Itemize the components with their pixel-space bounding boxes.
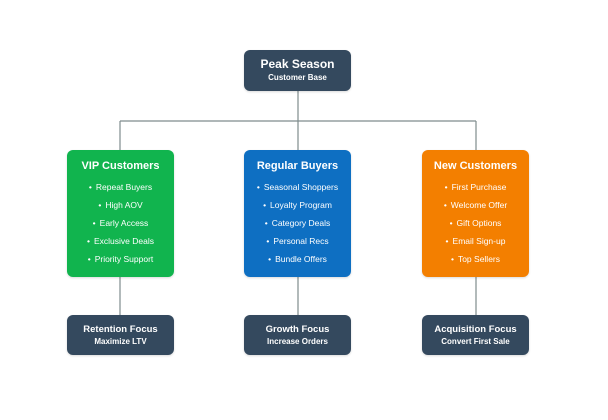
root-subtitle: Customer Base: [268, 73, 327, 82]
focus-node-acquisition: Acquisition Focus Convert First Sale: [422, 315, 529, 355]
segment-vip-customers: VIP Customers Repeat Buyers High AOV Ear…: [67, 150, 174, 277]
focus-title: Acquisition Focus: [434, 324, 517, 335]
segment-item-list: First Purchase Welcome Offer Gift Option…: [422, 178, 529, 268]
segment-item-list: Seasonal Shoppers Loyalty Program Catego…: [244, 178, 351, 268]
root-node: Peak Season Customer Base: [244, 50, 351, 91]
list-item: Early Access: [67, 214, 174, 232]
list-item: Priority Support: [67, 250, 174, 268]
list-item: Seasonal Shoppers: [244, 178, 351, 196]
root-title: Peak Season: [260, 57, 335, 71]
list-item: Top Sellers: [422, 250, 529, 268]
segment-regular-buyers: Regular Buyers Seasonal Shoppers Loyalty…: [244, 150, 351, 277]
list-item: Exclusive Deals: [67, 232, 174, 250]
segment-new-customers: New Customers First Purchase Welcome Off…: [422, 150, 529, 277]
list-item: Gift Options: [422, 214, 529, 232]
list-item: Loyalty Program: [244, 196, 351, 214]
focus-subtitle: Maximize LTV: [94, 337, 147, 346]
focus-title: Retention Focus: [83, 324, 158, 335]
segment-item-list: Repeat Buyers High AOV Early Access Excl…: [67, 178, 174, 268]
segment-title: New Customers: [433, 160, 518, 172]
list-item: Welcome Offer: [422, 196, 529, 214]
list-item: Personal Recs: [244, 232, 351, 250]
focus-subtitle: Convert First Sale: [441, 337, 510, 346]
list-item: Bundle Offers: [244, 250, 351, 268]
list-item: Repeat Buyers: [67, 178, 174, 196]
segment-title: Regular Buyers: [256, 160, 339, 172]
focus-subtitle: Increase Orders: [267, 337, 328, 346]
segment-title: VIP Customers: [81, 160, 160, 172]
focus-title: Growth Focus: [265, 324, 330, 335]
focus-node-growth: Growth Focus Increase Orders: [244, 315, 351, 355]
list-item: Category Deals: [244, 214, 351, 232]
focus-node-retention: Retention Focus Maximize LTV: [67, 315, 174, 355]
list-item: First Purchase: [422, 178, 529, 196]
list-item: Email Sign-up: [422, 232, 529, 250]
list-item: High AOV: [67, 196, 174, 214]
